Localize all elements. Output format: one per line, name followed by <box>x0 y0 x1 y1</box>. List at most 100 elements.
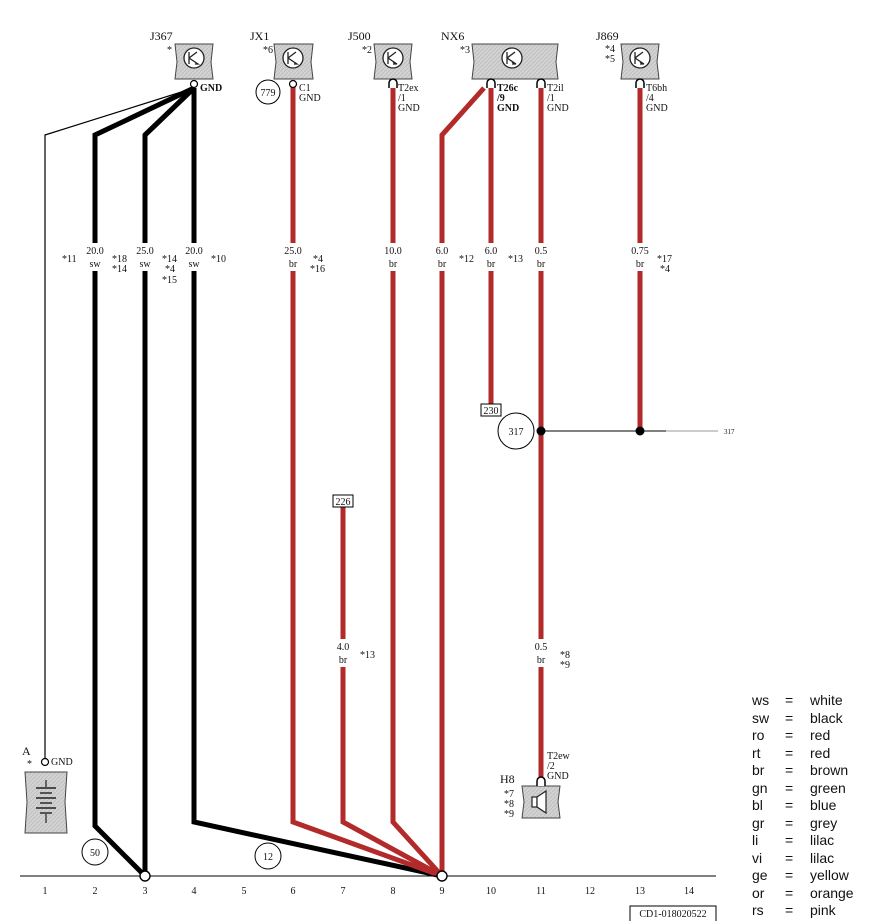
track-number: 9 <box>440 886 445 897</box>
component-j367 <box>174 43 214 80</box>
pin-label-nx6-gnd2: GND <box>547 103 569 114</box>
wire-w11-color: br <box>537 655 546 666</box>
star-h8-b: *8 <box>504 799 514 810</box>
legend-equals: = <box>785 762 794 778</box>
legend-color-name: blue <box>810 797 837 813</box>
track-number: 14 <box>684 886 694 897</box>
connector-50-circle <box>81 838 109 866</box>
label-jx1: JX1 <box>250 29 269 43</box>
wire-w9-size: 0.75 <box>631 246 649 257</box>
pin-label-j869-t6bh: T6bh <box>646 83 667 94</box>
note-w10: *13 <box>360 650 375 661</box>
connector-50-label: 50 <box>90 848 100 859</box>
pin-nx6-t26c <box>486 78 496 88</box>
color-legend: ws=white sw=black ro=red rt=red br=brown… <box>752 692 864 920</box>
note-w2-d: *4 <box>165 264 175 275</box>
note-w1: *11 <box>62 254 77 265</box>
wire-w2-color: sw <box>139 259 151 270</box>
pin-label-nx6-t2il: T2il <box>547 83 564 94</box>
wire-w7-size: 6.0 <box>485 246 498 257</box>
wire-w8-color: br <box>537 259 546 270</box>
label-battery-a: A <box>22 744 31 758</box>
pin-label-h8-2: /2 <box>547 761 555 772</box>
legend-code: gn <box>752 779 768 796</box>
legend-row: or=orange <box>752 885 864 903</box>
connector-779-label: 779 <box>261 88 276 99</box>
legend-code: br <box>752 762 765 778</box>
legend-equals: = <box>785 797 794 813</box>
wire-w3-size: 20.0 <box>185 246 203 257</box>
legend-code: gr <box>752 814 765 831</box>
splice-dot-317-left <box>536 426 546 436</box>
battery-a-icon <box>24 771 68 834</box>
note-w2-a: *18 <box>112 254 127 265</box>
pin-label-jx1-c1: C1 <box>299 83 311 94</box>
star-h8-a: *7 <box>504 789 514 800</box>
note-w4-b: *16 <box>310 264 325 275</box>
legend-color-name: black <box>810 709 843 726</box>
legend-code: ws <box>752 692 770 708</box>
legend-color-name: pink <box>810 902 836 918</box>
component-j500 <box>373 43 413 80</box>
track-number: 12 <box>585 886 595 897</box>
wire-w10 <box>340 507 444 879</box>
legend-color-name: yellow <box>810 867 849 883</box>
legend-row: ws=white <box>752 692 864 710</box>
wire-w8-size: 0.5 <box>535 246 548 257</box>
wire-w6 <box>439 86 486 876</box>
star-j869-b: *5 <box>605 54 615 65</box>
wire-w10-color: br <box>339 655 348 666</box>
legend-equals: = <box>785 902 794 918</box>
pin-label-j367-gnd: GND <box>200 83 222 94</box>
wire-w4-size: 25.0 <box>284 246 302 257</box>
component-jx1 <box>273 43 314 80</box>
pin-j500-t2ex <box>388 78 398 88</box>
label-h8: H8 <box>500 772 515 786</box>
wire-w3-color: sw <box>188 259 200 270</box>
label-j500: J500 <box>348 29 371 43</box>
star-j500: *2 <box>362 45 372 56</box>
legend-row: gn=green <box>752 780 864 798</box>
legend-row: gr=grey <box>752 815 864 833</box>
wire-battery-ground <box>44 87 195 762</box>
pin-j869-t6bh <box>635 78 645 88</box>
diagram-id: CD1-018020522 <box>639 909 706 920</box>
legend-row: ro=red <box>752 727 864 745</box>
ref-box-226 <box>332 494 354 508</box>
track-number: 11 <box>536 886 546 897</box>
note-w9-a: *17 <box>657 254 672 265</box>
legend-color-name: green <box>810 779 846 796</box>
track-number: 6 <box>291 886 296 897</box>
star-battery-a: * <box>27 759 32 770</box>
legend-equals: = <box>785 832 794 848</box>
legend-code: bl <box>752 797 763 813</box>
pin-label-jx1-gnd: GND <box>299 93 321 104</box>
track-number: 5 <box>242 886 247 897</box>
wire-w4-color: br <box>289 259 298 270</box>
pin-nx6-t2il <box>536 78 546 88</box>
track-number: 1 <box>43 886 48 897</box>
star-j869-a: *4 <box>605 44 615 55</box>
note-w7: *13 <box>508 254 523 265</box>
wire-w5 <box>390 87 444 878</box>
pin-label-j500-1: /1 <box>398 93 406 104</box>
legend-code: rt <box>752 744 761 761</box>
legend-code: rs <box>752 902 764 918</box>
legend-code: or <box>752 884 765 901</box>
track-number: 7 <box>341 886 346 897</box>
legend-row: rs = pink <box>752 902 864 920</box>
track-number: 3 <box>143 886 148 897</box>
track-number: 4 <box>192 886 197 897</box>
legend-equals: = <box>785 814 794 831</box>
pin-jx1-c1 <box>288 79 298 89</box>
legend-equals: = <box>785 727 794 743</box>
pin-label-nx6-t26c: T26c <box>497 83 519 94</box>
legend-color-name: brown <box>810 762 849 778</box>
pin-label-j869-gnd: GND <box>646 103 668 114</box>
note-w3: *10 <box>211 254 226 265</box>
wire-w3 <box>191 88 443 879</box>
wire-w10-size: 4.0 <box>337 642 350 653</box>
legend-color-name: lilac <box>810 832 835 848</box>
pin-label-h8-gnd: GND <box>547 771 569 782</box>
splice-dot-317-right <box>635 426 645 436</box>
